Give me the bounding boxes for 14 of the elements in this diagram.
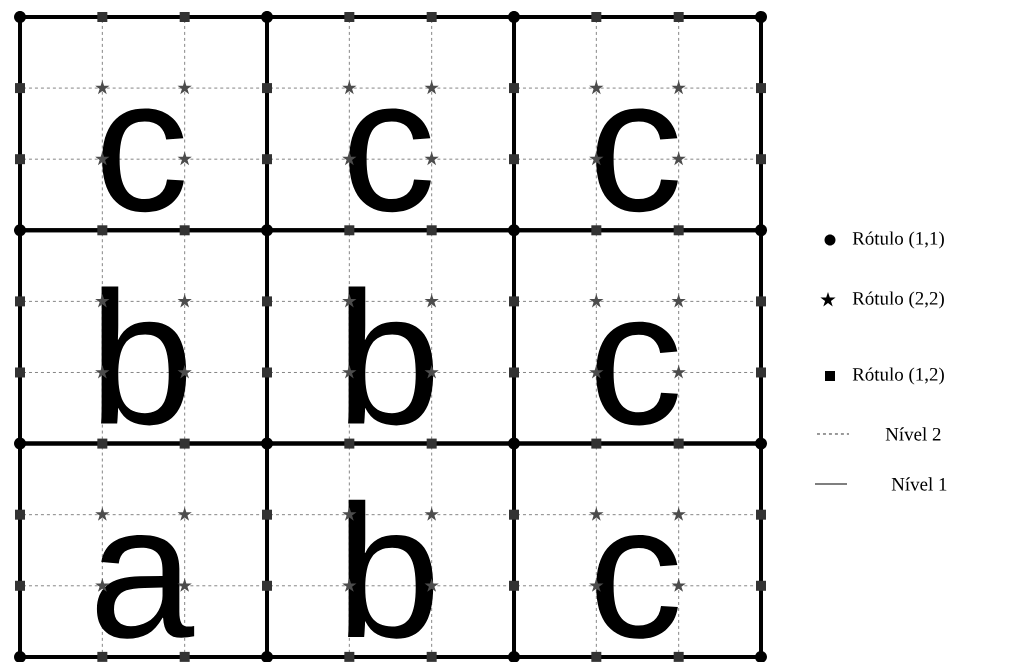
legend-label: Nível 2 xyxy=(885,427,941,441)
grid-cell: a xyxy=(18,441,269,659)
grid-cell: c xyxy=(512,228,763,446)
grid-cell: c xyxy=(18,15,269,233)
grid-cell: b xyxy=(18,228,269,446)
grid-cell: c xyxy=(265,15,516,233)
grid-cell: b xyxy=(265,228,516,446)
legend-label: Nível 1 xyxy=(891,477,947,491)
legend-label: Rótulo (1,1) xyxy=(852,231,944,249)
legend-label: Rótulo (1,2) xyxy=(852,367,944,385)
grid-cell: c xyxy=(512,15,763,233)
legend-label: Rótulo (2,2) xyxy=(852,291,944,309)
grid-cell: b xyxy=(265,441,516,659)
grid-cell: c xyxy=(512,441,763,659)
